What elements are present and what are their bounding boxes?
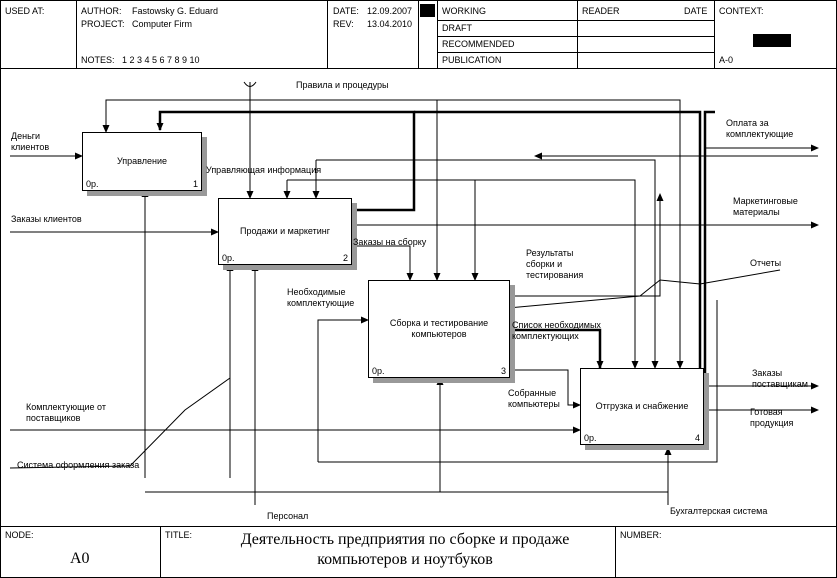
- header-divider: [437, 36, 714, 37]
- activity-name: Сборка и тестирование компьютеров: [389, 318, 489, 339]
- activity-number: 1: [192, 179, 198, 189]
- activity-box-1[interactable]: Управление 0р. 1: [82, 132, 202, 191]
- activity-name: Управление: [116, 156, 168, 166]
- rev-value: 13.04.2010: [367, 19, 413, 29]
- arrow-label-reports: Отчеты: [750, 258, 782, 268]
- header-divider: [418, 0, 419, 68]
- activity-number: 2: [342, 253, 348, 263]
- arrow-label-money: Деньги клиентов: [11, 131, 50, 152]
- status-recommended: RECOMMENDED: [442, 39, 515, 49]
- arrow-label-supplier-orders: Заказы поставщикам: [752, 368, 808, 389]
- working-status-marker: [420, 4, 435, 17]
- arrow-label-needed-parts: Необходимые комплектующие: [287, 287, 355, 308]
- footer-divider: [615, 526, 616, 577]
- header-divider: [714, 0, 715, 68]
- footer-divider: [160, 526, 161, 577]
- order-system-bottom: [145, 377, 444, 493]
- node-label: NODE:: [5, 530, 34, 540]
- activity-cost: 0р.: [86, 179, 99, 189]
- arrow-label-assembled: Собранные компьютеры: [508, 388, 560, 409]
- header-divider: [327, 0, 328, 68]
- rules-branch: [102, 99, 250, 133]
- order-system-squiggle: [9, 377, 231, 469]
- arrow-label-payment: Оплата за комплектующие: [726, 118, 794, 139]
- title-label: TITLE:: [165, 530, 193, 540]
- assembled-arrow: [508, 369, 581, 409]
- header-divider: [577, 0, 578, 68]
- rules-squiggle: [243, 81, 257, 87]
- arrow-label-client-orders: Заказы клиентов: [11, 214, 82, 224]
- author-label: AUTHOR:: [81, 6, 122, 16]
- date-value: 12.09.2007: [367, 6, 413, 16]
- activity-box-4[interactable]: Отгрузка и снабжение 0р. 4: [580, 368, 704, 445]
- assembly-orders-arrow: [350, 245, 414, 281]
- main-loop-thick: [414, 110, 702, 378]
- activity-number: 3: [500, 366, 506, 376]
- activity-name: Отгрузка и снабжение: [595, 401, 689, 411]
- header-divider: [437, 52, 714, 53]
- mgmt-info-arrow: [316, 159, 659, 369]
- status-draft: DRAFT: [442, 23, 472, 33]
- activity-cost: 0р.: [372, 366, 385, 376]
- activity-cost: 0р.: [584, 433, 597, 443]
- arrow-label-order-system: Система оформления заказа: [17, 460, 140, 470]
- activity-number: 4: [694, 433, 700, 443]
- arrow-label-parts-from-suppliers: Комплектующие от поставщиков: [26, 402, 106, 423]
- context-node: A-0: [719, 55, 734, 65]
- reader-date-label: DATE: [684, 6, 708, 16]
- node-value: A0: [70, 550, 90, 567]
- header-divider: [437, 0, 438, 68]
- arrow-label-marketing: Маркетинговые материалы: [733, 196, 798, 217]
- parts-list-thick: [508, 328, 604, 369]
- activity-box-2[interactable]: Продажи и маркетинг 0р. 2: [218, 198, 352, 265]
- arrow-label-parts-list: Список необходимых комплектующих: [512, 320, 601, 341]
- project-label: PROJECT:: [81, 19, 125, 29]
- rules-branch: [250, 99, 684, 369]
- activity-name: Продажи и маркетинг: [240, 226, 330, 236]
- arrow-label-assembly-orders: Заказы на сборку: [353, 237, 427, 247]
- needed-parts-arrow: [317, 316, 369, 462]
- arrow-label-results: Результаты сборки и тестирования: [526, 248, 584, 280]
- status-working: WORKING: [442, 6, 486, 16]
- footer-top-border: [0, 526, 837, 527]
- arrow-label-staff: Персонал: [267, 511, 309, 521]
- notes-label: NOTES:: [81, 55, 115, 65]
- activity-box-3[interactable]: Сборка и тестирование компьютеров 0р. 3: [368, 280, 510, 378]
- number-label: NUMBER:: [620, 530, 662, 540]
- used-at-label: USED AT:: [5, 6, 45, 16]
- results-arrow: [508, 193, 664, 297]
- mgmt-info-arrow: [287, 179, 639, 369]
- payment-thick: [703, 110, 715, 378]
- arrow-label-finished: Готовая продукция: [750, 407, 794, 428]
- reports-arrow: [507, 269, 781, 309]
- rev-label: REV:: [333, 19, 354, 29]
- project-value: Computer Firm: [132, 19, 193, 29]
- header-bottom-border: [0, 68, 837, 69]
- status-publication: PUBLICATION: [442, 55, 502, 65]
- context-node-marker: [753, 34, 791, 47]
- arrow-label-accounting: Бухгалтерская система: [670, 506, 768, 516]
- header-divider: [437, 20, 714, 21]
- notes-numbers: 1 2 3 4 5 6 7 8 9 10: [122, 55, 200, 65]
- context-label: CONTEXT:: [719, 6, 764, 16]
- needed-parts-loop: [318, 300, 718, 463]
- arrow-label-mgmt-info: Управляющая информация: [206, 165, 322, 175]
- date-label: DATE:: [333, 6, 359, 16]
- diagram-title: Деятельность предприятия по сборке и про…: [240, 531, 570, 568]
- reader-label: READER: [582, 6, 620, 16]
- arrow-label-rules: Правила и процедуры: [296, 80, 389, 90]
- header-divider: [76, 0, 77, 68]
- activity-cost: 0р.: [222, 253, 235, 263]
- author-value: Fastowsky G. Eduard: [132, 6, 219, 16]
